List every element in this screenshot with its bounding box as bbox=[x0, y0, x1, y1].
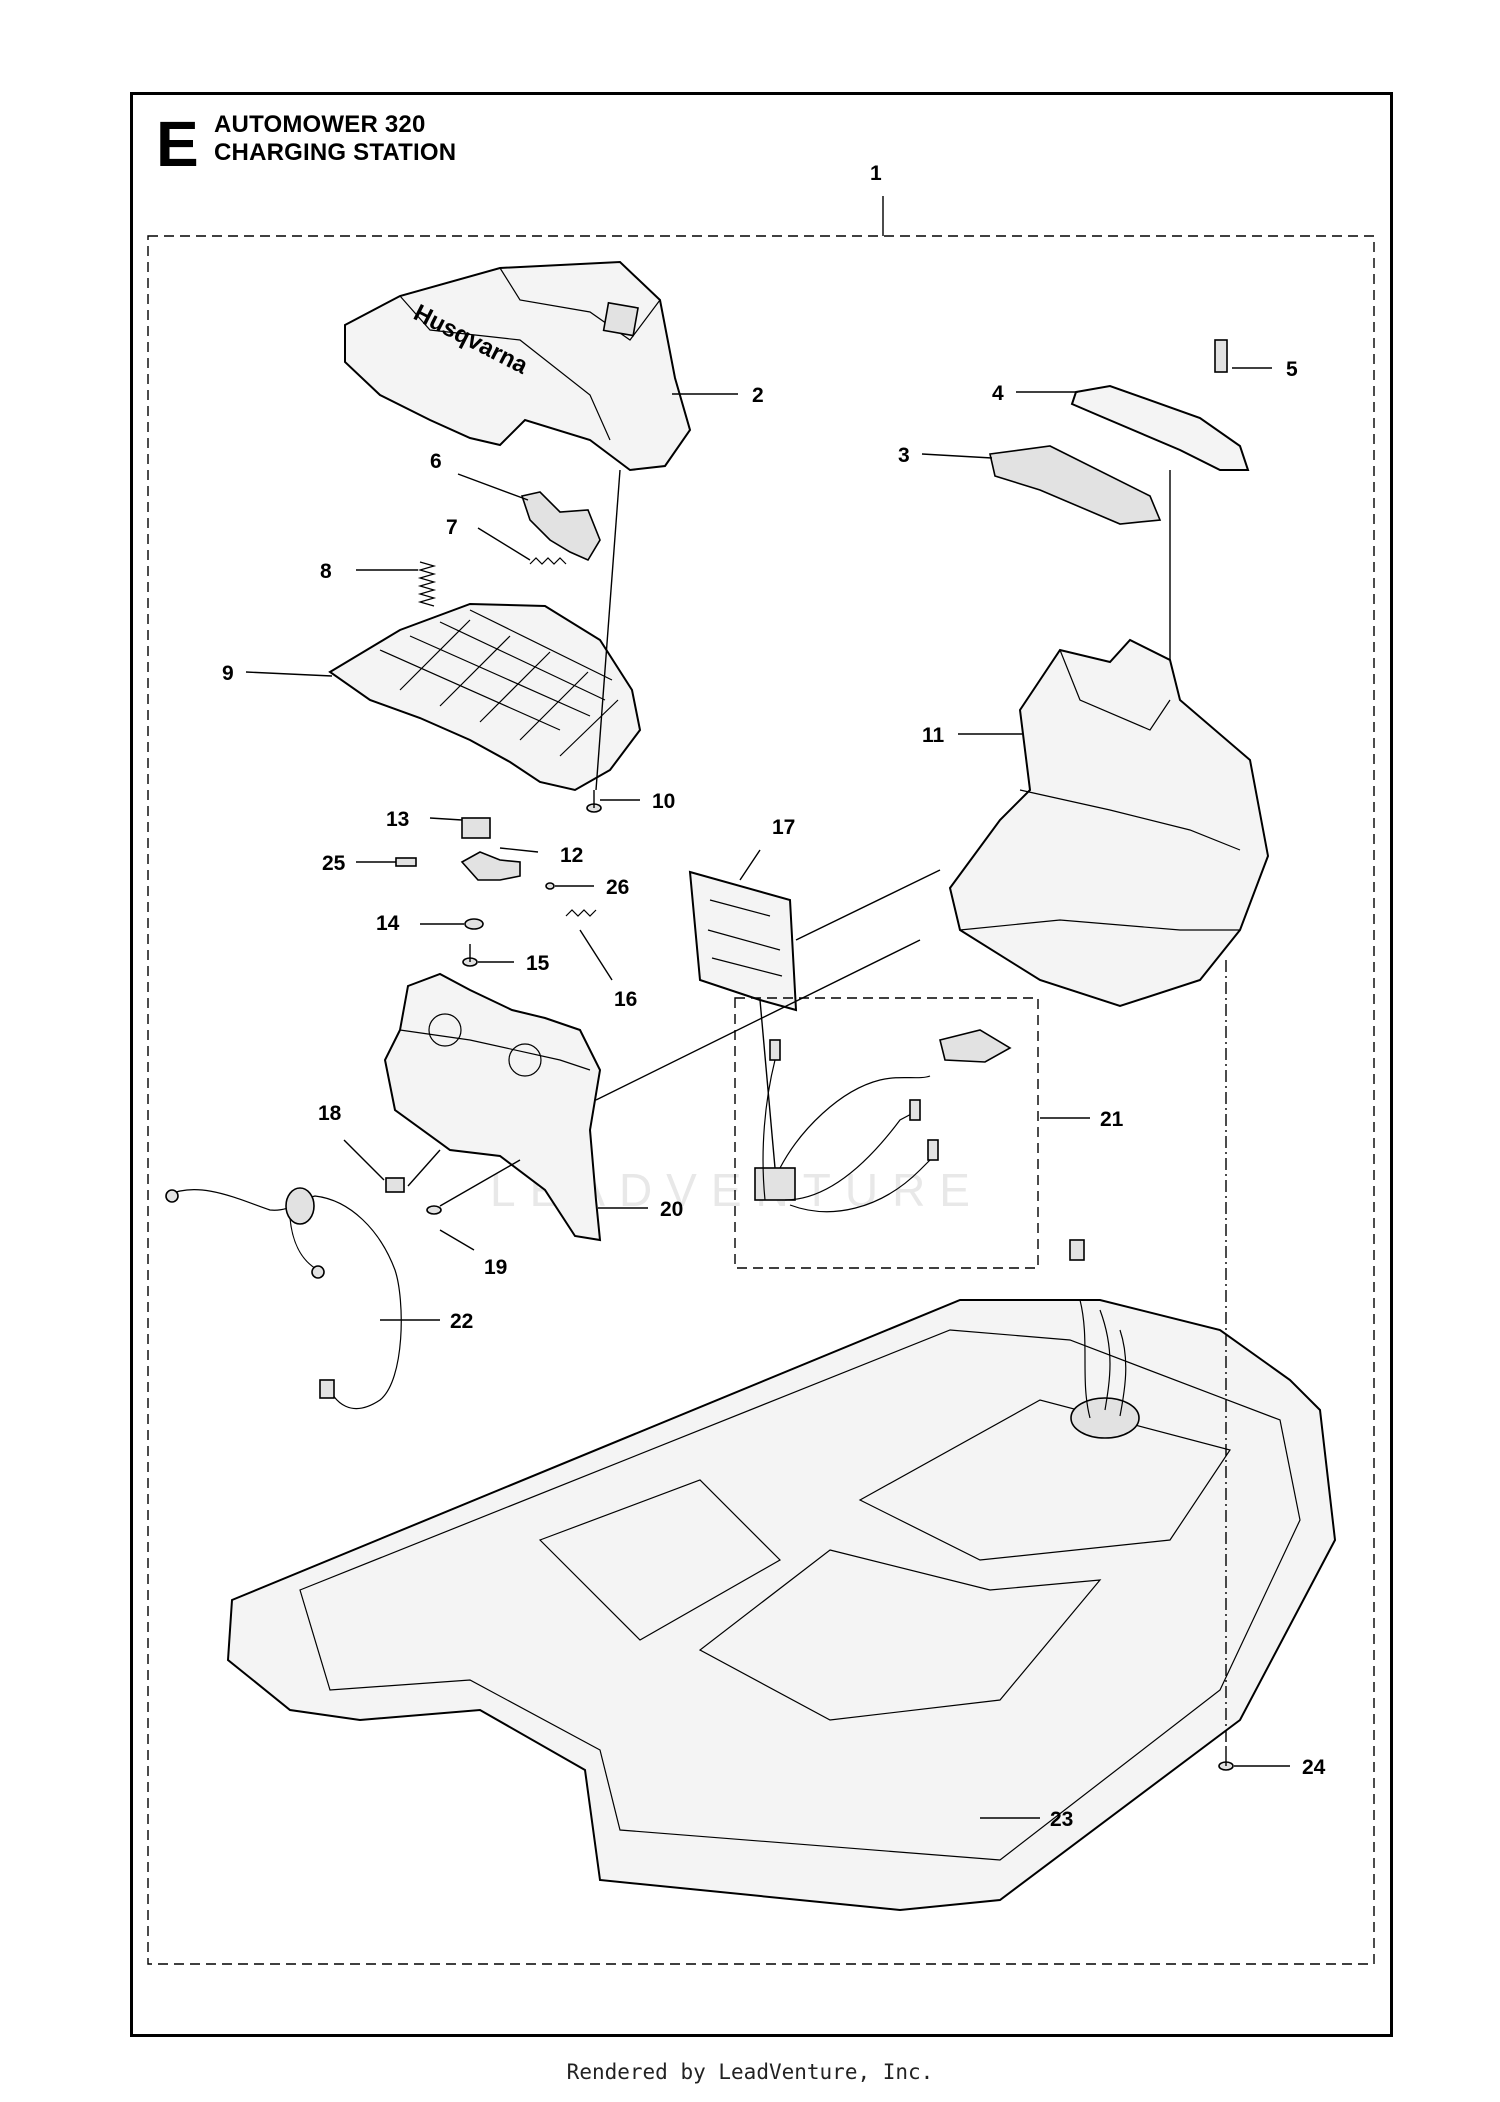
callout-11[interactable]: 11 bbox=[922, 724, 945, 747]
section-letter: E bbox=[156, 108, 199, 180]
callout-12[interactable]: 12 bbox=[560, 844, 583, 867]
diagram-frame bbox=[130, 92, 1393, 2037]
callout-7[interactable]: 7 bbox=[446, 516, 458, 539]
part-8-spring[interactable] bbox=[417, 561, 437, 607]
callout-25[interactable]: 25 bbox=[322, 852, 346, 875]
callout-9[interactable]: 9 bbox=[222, 662, 234, 685]
alignment-line-19 bbox=[439, 1159, 521, 1207]
alignment-line-17-11 bbox=[795, 869, 941, 941]
part-21-group-box bbox=[734, 997, 1039, 1269]
callout-17[interactable]: 17 bbox=[772, 816, 795, 839]
diagram-title-model: AUTOMOWER 320 bbox=[214, 111, 426, 138]
part-19-screw[interactable] bbox=[426, 1205, 442, 1215]
alignment-line-18 bbox=[407, 1149, 441, 1187]
part-20-front-cover[interactable] bbox=[383, 972, 602, 1242]
part-13-contact-holder[interactable] bbox=[461, 817, 491, 839]
assembly-boundary bbox=[147, 235, 1375, 1965]
callout-10[interactable]: 10 bbox=[652, 790, 675, 813]
part-18-plug[interactable] bbox=[385, 1177, 405, 1193]
alignment-line-10 bbox=[595, 469, 621, 791]
callout-14[interactable]: 14 bbox=[376, 912, 400, 935]
alignment-line-17 bbox=[759, 999, 776, 1169]
callout-2[interactable]: 2 bbox=[752, 384, 764, 407]
part-12-contact-plate[interactable] bbox=[460, 851, 521, 881]
callout-4[interactable]: 4 bbox=[992, 382, 1004, 405]
callout-13[interactable]: 13 bbox=[386, 808, 409, 831]
part-11-charging-base-housing[interactable] bbox=[948, 638, 1270, 1008]
part-2-top-cover[interactable]: Husqvarna bbox=[344, 260, 692, 472]
part-16-spring[interactable] bbox=[565, 909, 597, 917]
part-22-cable-assembly[interactable] bbox=[165, 1187, 402, 1410]
callout-19[interactable]: 19 bbox=[484, 1256, 507, 1279]
part-21-wire-harness[interactable] bbox=[754, 1029, 1012, 1213]
callout-23[interactable]: 23 bbox=[1050, 1808, 1073, 1831]
part-7-spring[interactable] bbox=[529, 557, 567, 565]
callout-6[interactable]: 6 bbox=[430, 450, 442, 473]
alignment-line-20-11 bbox=[595, 939, 921, 1101]
callout-8[interactable]: 8 bbox=[320, 560, 332, 583]
part-3-guide-plate[interactable] bbox=[989, 445, 1162, 525]
leader-lines bbox=[245, 367, 1290, 1819]
part-25-screw[interactable] bbox=[395, 857, 417, 867]
part-9-grid-frame[interactable] bbox=[328, 602, 642, 792]
diagram-title-assembly: CHARGING STATION bbox=[214, 139, 457, 166]
part-14-washer[interactable] bbox=[464, 918, 484, 930]
callout-22[interactable]: 22 bbox=[450, 1310, 473, 1333]
part-10-screw[interactable] bbox=[586, 790, 602, 813]
callout-20[interactable]: 20 bbox=[660, 1198, 683, 1221]
callout-1[interactable]: 1 bbox=[870, 162, 882, 185]
part-17-circuit-board[interactable] bbox=[688, 870, 798, 1012]
callout-15[interactable]: 15 bbox=[526, 952, 550, 975]
callout-3[interactable]: 3 bbox=[898, 444, 910, 467]
part-5-clip[interactable] bbox=[1214, 339, 1228, 373]
callout-21[interactable]: 21 bbox=[1100, 1108, 1124, 1131]
callout-5[interactable]: 5 bbox=[1286, 358, 1298, 381]
part-4-top-rail[interactable] bbox=[1070, 384, 1250, 471]
callout-26[interactable]: 26 bbox=[606, 876, 629, 899]
part-26-pin[interactable] bbox=[545, 882, 555, 890]
part-24-screw[interactable] bbox=[1218, 1746, 1234, 1771]
footer-credit: Rendered by LeadVenture, Inc. bbox=[566, 2060, 934, 2084]
callout-24[interactable]: 24 bbox=[1302, 1756, 1326, 1779]
callout-16[interactable]: 16 bbox=[614, 988, 637, 1011]
callout-18[interactable]: 18 bbox=[318, 1102, 342, 1125]
part-6-latch[interactable] bbox=[520, 491, 601, 562]
part-23-base-plate[interactable] bbox=[226, 1239, 1337, 1912]
part-15-screw[interactable] bbox=[462, 944, 478, 967]
